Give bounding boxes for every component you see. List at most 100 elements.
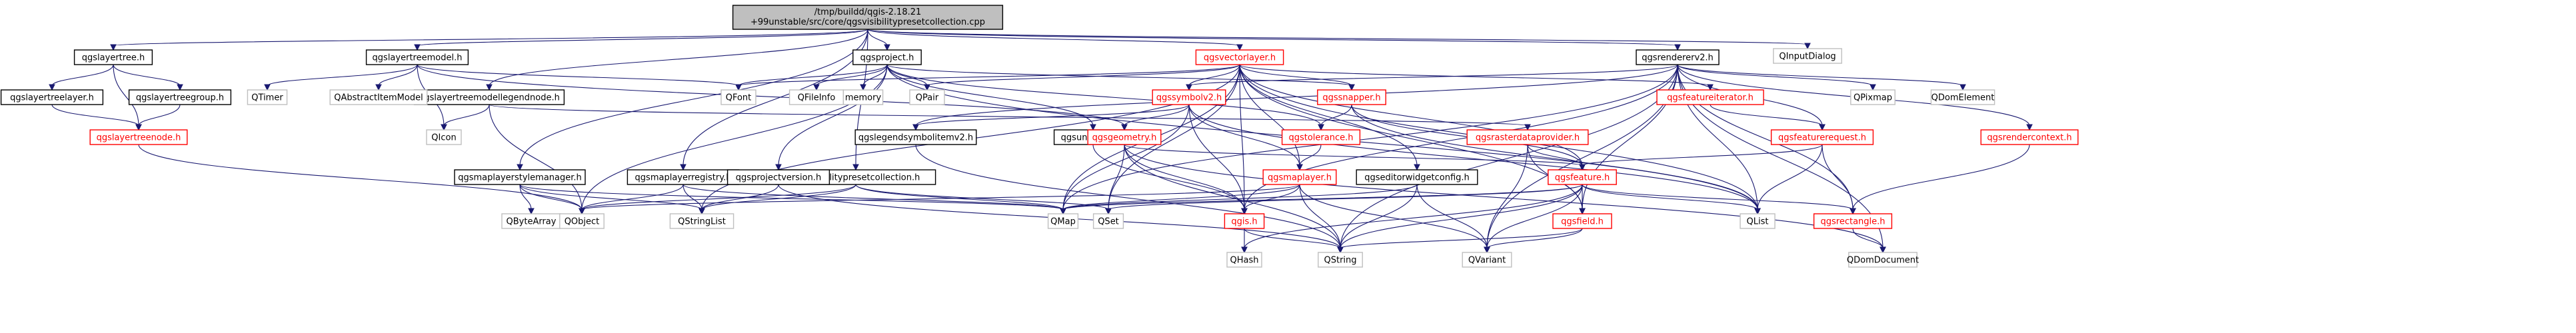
edge-line <box>51 104 139 127</box>
node-qgsfeaturerequest[interactable]: qgsfeaturerequest.h <box>1770 129 1874 145</box>
node-qgslayertree[interactable]: qgslayertree.h <box>73 49 153 65</box>
node-qgsproject[interactable]: qgsproject.h <box>852 49 922 65</box>
node-QPixmap: QPixmap <box>1850 89 1896 105</box>
edge-line <box>886 64 1322 127</box>
node-label: qgslegendsymbolitemv2.h <box>858 133 973 143</box>
node-label: QInputDialog <box>1779 52 1836 62</box>
edge-layer <box>49 29 2033 254</box>
node-label: qgsrasterdataprovider.h <box>1476 133 1580 143</box>
node-qgsrectangle[interactable]: qgsrectangle.h <box>1813 213 1893 229</box>
edge-line <box>581 184 684 210</box>
node-box <box>726 169 830 185</box>
edge-line <box>1852 228 1884 249</box>
edge-root-to-qgslayertree <box>110 29 868 51</box>
edge-line <box>417 29 868 47</box>
edge-line <box>519 184 532 210</box>
node-label: QStringList <box>678 217 726 227</box>
edge-line <box>1677 64 1963 87</box>
node-label: QDomDocument <box>1847 256 1919 266</box>
node-qgsrendercontext[interactable]: qgsrendercontext.h <box>1980 129 2079 145</box>
edge-root-to-qgsrendererv2 <box>867 29 1681 51</box>
node-label: qgslayertreegroup.h <box>136 93 224 103</box>
edge-line <box>867 29 1808 45</box>
edge-arrowhead <box>1186 84 1192 91</box>
node-label: qgis.h <box>1231 217 1257 227</box>
edge-root-to-QInputDialog <box>867 29 1811 50</box>
node-qgsrasterdataprovider[interactable]: qgsrasterdataprovider.h <box>1466 129 1589 145</box>
node-qgslayertreemodel[interactable]: qgslayertreemodel.h <box>365 49 469 65</box>
edge-qgslayertreemodel-to-QFont <box>417 64 742 91</box>
edge-qgis-to-QString <box>1244 228 1344 254</box>
node-qgis[interactable]: qgis.h <box>1224 213 1265 229</box>
edge-arrowhead <box>517 164 523 171</box>
edge-line <box>113 64 139 127</box>
node-root[interactable]: /tmp/buildd/qgis-2.18.21+99unstable/src/… <box>732 5 1004 30</box>
node-qgsgeometry[interactable]: qgsgeometry.h <box>1087 129 1162 145</box>
edge-qgsvectorlayer-to-qgseditorwidgetconfig <box>1239 64 1420 171</box>
edge-line <box>915 64 1678 127</box>
edge-line <box>1239 64 1245 210</box>
node-box <box>1318 252 1363 268</box>
node-QString: QString <box>1318 252 1363 268</box>
node-qgsmaplayerregistry[interactable]: qgsmaplayerregistry.h <box>627 169 740 185</box>
node-qgssnapper[interactable]: qgssnapper.h <box>1317 89 1386 105</box>
node-label: QString <box>1324 256 1356 266</box>
edge-arrowhead <box>1090 124 1096 131</box>
node-box <box>669 213 734 229</box>
node-qgsfeature[interactable]: qgsfeature.h <box>1548 169 1617 185</box>
edge-arrowhead <box>1337 246 1344 254</box>
edge-qgsfeatureiterator-to-qgsfeaturerequest <box>1710 104 1826 131</box>
node-box <box>1656 89 1764 105</box>
node-qgstolerance[interactable]: qgstolerance.h <box>1281 129 1361 145</box>
edge-line <box>519 29 868 166</box>
node-qgsrendererv2[interactable]: qgsrendererv2.h <box>1636 49 1720 65</box>
node-box <box>909 89 945 105</box>
edge-arrowhead <box>1060 208 1066 215</box>
node-QFont: QFont <box>720 89 756 105</box>
edge-qgsrendererv2-to-qgssymbolv2 <box>1186 64 1678 91</box>
node-box <box>1356 169 1478 185</box>
edge-qgsproject-to-memory <box>860 64 888 91</box>
edge-arrowhead <box>1754 208 1761 215</box>
edge-arrowhead <box>110 44 117 51</box>
edge-line <box>1582 184 1854 210</box>
node-qgslayertreelayer[interactable]: qgslayertreelayer.h <box>0 89 104 105</box>
node-label: qgsfield.h <box>1561 217 1604 227</box>
edge-qgsmaplayerregistry-to-QObject <box>579 184 684 215</box>
node-qgslayertreemodellegendnode[interactable]: qgslayertreemodellegendnode.h <box>413 89 565 105</box>
edge-arrowhead <box>1674 44 1681 51</box>
node-qgseditorwidgetconfig[interactable]: qgseditorwidgetconfig.h <box>1356 169 1478 185</box>
node-QDomElement: QDomElement <box>1930 89 1995 105</box>
edge-qgsvectorlayer-to-qgssymbolv2 <box>1186 64 1240 91</box>
edge-arrowhead <box>264 84 271 91</box>
node-QByteArray: QByteArray <box>501 213 561 229</box>
node-box <box>1850 89 1896 105</box>
node-label: QSet <box>1098 217 1119 227</box>
edge-line <box>926 64 1240 87</box>
node-label: qgsmaplayer.h <box>1268 173 1332 183</box>
node-qgsfield[interactable]: qgsfield.h <box>1552 213 1612 229</box>
node-qgslegendsymbolitemv2[interactable]: qgslegendsymbolitemv2.h <box>854 129 977 145</box>
edge-line <box>1108 144 1125 210</box>
edge-qgsgeometry-to-QString <box>1124 144 1344 254</box>
edge-arrowhead <box>486 84 493 91</box>
node-box <box>1152 89 1226 105</box>
edge-line <box>1822 144 1854 210</box>
node-qgslayertreegroup[interactable]: qgslayertreegroup.h <box>128 89 232 105</box>
node-label: qgslayertreelayer.h <box>10 93 94 103</box>
edge-arrowhead <box>1804 43 1811 50</box>
node-box <box>454 169 586 185</box>
node-qgsprojectversion[interactable]: qgsprojectversion.h <box>726 169 830 185</box>
node-qgslayertreenode[interactable]: qgslayertreenode.h <box>89 129 188 145</box>
edge-qgsfeaturerequest-to-qgsfeature <box>1579 144 1823 171</box>
edge-line <box>1340 228 1583 249</box>
node-qgsvectorlayer[interactable]: qgsvectorlayer.h <box>1195 49 1284 65</box>
node-label: qgslayertree.h <box>82 53 145 63</box>
node-qgssymbolv2[interactable]: qgssymbolv2.h <box>1152 89 1226 105</box>
node-label: QByteArray <box>507 217 557 227</box>
node-qgsfeatureiterator[interactable]: qgsfeatureiterator.h <box>1656 89 1764 105</box>
edge-qgsmaplayer-to-QObject <box>579 184 1300 215</box>
node-qgsmaplayerstylemanager[interactable]: qgsmaplayerstylemanager.h <box>454 169 586 185</box>
edge-line <box>738 64 1240 87</box>
node-qgsmaplayer[interactable]: qgsmaplayer.h <box>1262 169 1337 185</box>
